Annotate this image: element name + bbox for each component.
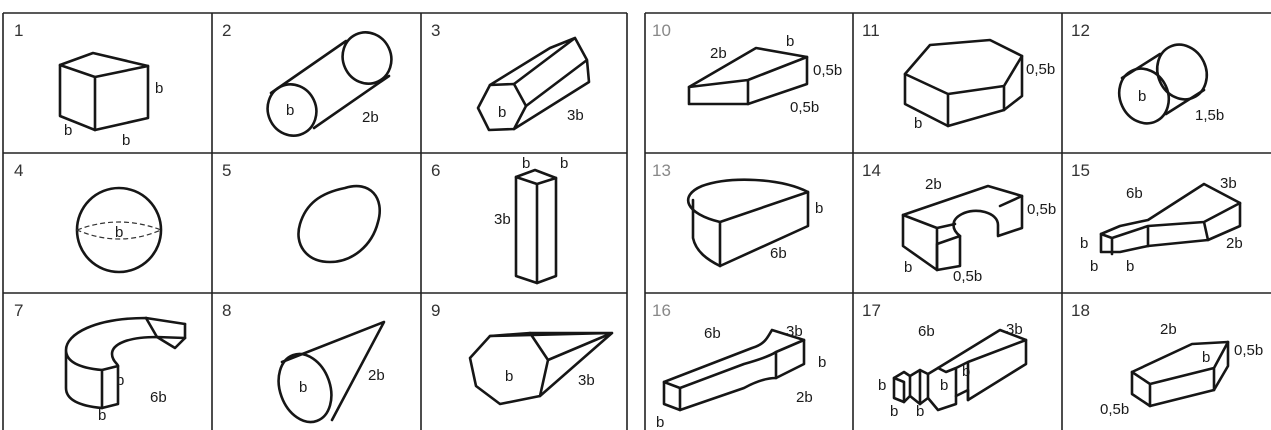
shape-3-label: b bbox=[498, 104, 506, 121]
cell-number-4: 4 bbox=[14, 161, 23, 180]
shape-17-label: b bbox=[962, 363, 970, 380]
shape-13-label: 6b bbox=[770, 245, 787, 262]
cell-number-1: 1 bbox=[14, 21, 23, 40]
cell-number-17: 17 bbox=[862, 301, 881, 320]
shape-14-label: b bbox=[904, 259, 912, 276]
cell-number-7: 7 bbox=[14, 301, 23, 320]
shape-11-label: b bbox=[914, 115, 922, 132]
shape-7-label: b bbox=[98, 407, 106, 424]
shape-7-label: 6b bbox=[150, 389, 167, 406]
shape-10-label: b bbox=[786, 33, 794, 50]
shape-4-sphere bbox=[75, 186, 163, 274]
shape-18-angled-prism bbox=[1130, 340, 1230, 408]
shape-8-cone bbox=[277, 320, 386, 424]
shape-15-label: 6b bbox=[1126, 185, 1143, 202]
shape-13-half-disc bbox=[687, 178, 810, 268]
shape-6-label: b bbox=[522, 155, 530, 172]
shape-15-label: b bbox=[1090, 258, 1098, 275]
shape-18-label: b bbox=[1202, 349, 1210, 366]
cell-number-11: 11 bbox=[862, 21, 880, 40]
shape-6-label: 3b bbox=[494, 211, 511, 228]
shape-3-label: 3b bbox=[567, 107, 584, 124]
cell-number-2: 2 bbox=[222, 21, 231, 40]
shape-10-label: 0,5b bbox=[790, 99, 819, 116]
shape-7-label: b bbox=[116, 372, 124, 389]
shape-10-wedge bbox=[687, 46, 809, 106]
shape-3-hex-prism bbox=[476, 36, 591, 132]
shape-17-label: b bbox=[890, 403, 898, 420]
shape-8-label: b bbox=[299, 379, 307, 396]
shape-14-notched-block bbox=[901, 184, 1024, 272]
shape-18-label: 0,5b bbox=[1234, 342, 1263, 359]
left-grid bbox=[2, 12, 628, 430]
shape-8-label: 2b bbox=[368, 367, 385, 384]
shape-17-label: 3b bbox=[1006, 321, 1023, 338]
shape-12-short-cylinder bbox=[1117, 43, 1209, 125]
shape-15-label: b bbox=[1080, 235, 1088, 252]
shape-15-label: 3b bbox=[1220, 175, 1237, 192]
shape-16-label: 2b bbox=[796, 389, 813, 406]
shape-1-label: b bbox=[155, 80, 163, 97]
cell-number-14: 14 bbox=[862, 161, 881, 180]
shape-16-label: 3b bbox=[786, 323, 803, 340]
shape-15-label: b bbox=[1126, 258, 1134, 275]
shape-1-label: b bbox=[64, 122, 72, 139]
shape-2-label: b bbox=[286, 102, 294, 119]
shape-18-label: 2b bbox=[1160, 321, 1177, 338]
shape-2-cylinder bbox=[266, 31, 393, 137]
shape-1-label: b bbox=[122, 132, 130, 149]
shape-9-hex-pyramid bbox=[468, 331, 614, 406]
shape-17-label: b bbox=[878, 377, 886, 394]
cell-number-3: 3 bbox=[431, 21, 440, 40]
shape-12-label: b bbox=[1138, 88, 1146, 105]
shape-16-curved-bar bbox=[662, 328, 806, 412]
shape-12-label: 1,5b bbox=[1195, 107, 1224, 124]
cell-number-16: 16 bbox=[652, 301, 671, 320]
shape-5-ovoid bbox=[297, 184, 381, 264]
shape-6-tall-prism bbox=[514, 168, 558, 285]
cell-number-18: 18 bbox=[1071, 301, 1090, 320]
shape-9-label: b bbox=[505, 368, 513, 385]
cell-number-13: 13 bbox=[652, 161, 671, 180]
cell-number-12: 12 bbox=[1071, 21, 1090, 40]
shape-11-label: 0,5b bbox=[1026, 61, 1055, 78]
shape-18-label: 0,5b bbox=[1100, 401, 1129, 418]
cell-number-10: 10 bbox=[652, 21, 671, 40]
shape-11-hex-slab bbox=[903, 38, 1024, 128]
shape-6-label: b bbox=[560, 155, 568, 172]
cell-number-5: 5 bbox=[222, 161, 231, 180]
shape-16-label: b bbox=[656, 414, 664, 430]
shape-17-label: b bbox=[916, 403, 924, 420]
cell-number-6: 6 bbox=[431, 161, 440, 180]
shape-9-label: 3b bbox=[578, 372, 595, 389]
shape-14-label: 2b bbox=[925, 176, 942, 193]
shape-1-cube bbox=[58, 51, 150, 132]
shape-2-label: 2b bbox=[362, 109, 379, 126]
shape-17-label: b bbox=[940, 377, 948, 394]
shape-13-label: b bbox=[815, 200, 823, 217]
shape-10-label: 2b bbox=[710, 45, 727, 62]
right-grid bbox=[644, 12, 1271, 430]
shape-14-label: 0,5b bbox=[1027, 201, 1056, 218]
cell-number-9: 9 bbox=[431, 301, 440, 320]
cell-number-8: 8 bbox=[222, 301, 231, 320]
shape-16-label: b bbox=[818, 354, 826, 371]
cell-number-15: 15 bbox=[1071, 161, 1090, 180]
shape-16-label: 6b bbox=[704, 325, 721, 342]
shape-15-label: 2b bbox=[1226, 235, 1243, 252]
shape-14-label: 0,5b bbox=[953, 268, 982, 285]
shape-4-label: b bbox=[115, 224, 123, 241]
shape-17-notched-bar bbox=[892, 328, 1028, 412]
shape-15-stepped-bar bbox=[1099, 182, 1242, 256]
shape-10-label: 0,5b bbox=[813, 62, 842, 79]
shape-17-label: 6b bbox=[918, 323, 935, 340]
shape-7-arc-block bbox=[64, 316, 187, 410]
